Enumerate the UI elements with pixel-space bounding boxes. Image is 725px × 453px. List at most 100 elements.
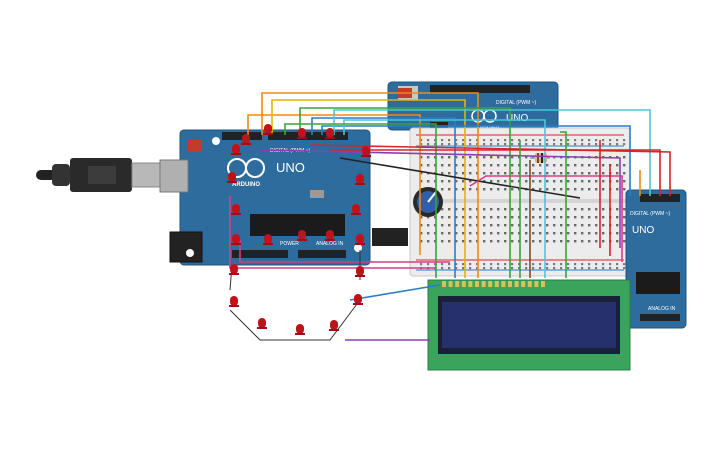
breadboard-rail-hole xyxy=(504,139,507,142)
breadboard-hole xyxy=(553,224,556,227)
breadboard-hole xyxy=(448,180,451,183)
breadboard-rail-hole xyxy=(616,267,619,270)
lcd-pin xyxy=(481,281,486,287)
breadboard-hole xyxy=(490,216,493,219)
breadboard-rail-hole xyxy=(623,267,626,270)
breadboard-hole xyxy=(441,224,444,227)
breadboard-rail-hole xyxy=(546,267,549,270)
lcd-pin xyxy=(442,281,446,287)
wire-blue-2 xyxy=(321,125,631,196)
breadboard-rail-hole xyxy=(476,267,479,270)
led xyxy=(353,294,363,305)
breadboard-hole xyxy=(462,232,465,235)
breadboard-rail-hole xyxy=(441,267,444,270)
breadboard-hole xyxy=(497,232,500,235)
breadboard-rail-hole xyxy=(581,143,584,146)
breadboard-rail-hole xyxy=(595,143,598,146)
breadboard-hole xyxy=(574,164,577,167)
wire-green-4 xyxy=(560,131,567,278)
breadboard-hole xyxy=(532,172,535,175)
breadboard-hole xyxy=(602,224,605,227)
breadboard-rail-hole xyxy=(595,139,598,142)
breadboard-hole xyxy=(602,172,605,175)
breadboard-hole xyxy=(546,180,549,183)
breadboard-hole xyxy=(420,172,423,175)
breadboard-hole xyxy=(581,240,584,243)
breadboard-hole xyxy=(469,240,472,243)
breadboard-hole xyxy=(602,216,605,219)
breadboard-rail-hole xyxy=(511,267,514,270)
breadboard-hole xyxy=(441,188,444,191)
breadboard-hole xyxy=(567,172,570,175)
breadboard-hole xyxy=(504,240,507,243)
breadboard-hole xyxy=(588,240,591,243)
led xyxy=(263,124,273,135)
wire-green-2 xyxy=(284,123,437,278)
breadboard-hole xyxy=(448,164,451,167)
breadboard-rail-hole xyxy=(462,263,465,266)
breadboard-hole xyxy=(497,180,500,183)
breadboard-hole xyxy=(567,240,570,243)
breadboard-hole xyxy=(553,188,556,191)
breadboard-hole xyxy=(532,188,535,191)
breadboard-rail-hole xyxy=(532,143,535,146)
breadboard-hole xyxy=(427,232,430,235)
breadboard-hole xyxy=(623,180,626,183)
breadboard-hole xyxy=(546,232,549,235)
breadboard-hole xyxy=(441,216,444,219)
lcd-pin xyxy=(448,281,453,287)
breadboard-hole xyxy=(525,224,528,227)
breadboard-rail-hole xyxy=(504,263,507,266)
lcd-display xyxy=(427,279,631,371)
led xyxy=(263,234,273,245)
breadboard-rail-hole xyxy=(574,143,577,146)
breadboard-rail-hole xyxy=(532,263,535,266)
breadboard-hole xyxy=(560,208,563,211)
breadboard-hole xyxy=(525,164,528,167)
breadboard-rail-hole xyxy=(560,143,563,146)
breadboard-hole xyxy=(595,224,598,227)
wire-cyan-1 xyxy=(333,109,651,196)
breadboard-hole xyxy=(462,240,465,243)
breadboard-hole xyxy=(427,180,430,183)
breadboard-hole xyxy=(448,156,451,159)
led xyxy=(355,174,365,185)
led xyxy=(229,296,239,307)
breadboard-hole xyxy=(455,164,458,167)
breadboard-hole xyxy=(497,172,500,175)
breadboard-hole xyxy=(511,216,514,219)
breadboard-hole xyxy=(560,240,563,243)
breadboard-hole xyxy=(567,232,570,235)
breadboard-rail-hole xyxy=(483,143,486,146)
reset-button[interactable] xyxy=(188,140,202,152)
breadboard-hole xyxy=(462,208,465,211)
breadboard-hole xyxy=(525,180,528,183)
breadboard-rail-hole xyxy=(609,263,612,266)
breadboard-rail-hole xyxy=(448,263,451,266)
breadboard-hole xyxy=(455,180,458,183)
breadboard-rail-hole xyxy=(420,143,423,146)
breadboard-hole xyxy=(462,180,465,183)
breadboard-hole xyxy=(455,208,458,211)
breadboard-hole xyxy=(441,172,444,175)
breadboard-hole xyxy=(581,164,584,167)
breadboard-hole xyxy=(567,180,570,183)
breadboard-hole xyxy=(595,240,598,243)
breadboard-hole xyxy=(497,216,500,219)
breadboard-hole xyxy=(441,232,444,235)
breadboard-hole xyxy=(623,240,626,243)
breadboard-hole xyxy=(588,164,591,167)
breadboard-rail-hole xyxy=(567,267,570,270)
usb-cable xyxy=(36,158,161,192)
breadboard-hole xyxy=(602,180,605,183)
arduino-right: DIGITAL (PWM ~) UNO ANALOG IN xyxy=(625,189,687,329)
breadboard-hole xyxy=(588,172,591,175)
breadboard-rail-hole xyxy=(518,267,521,270)
breadboard-hole xyxy=(581,216,584,219)
breadboard-hole xyxy=(525,208,528,211)
breadboard-hole xyxy=(574,208,577,211)
breadboard-hole xyxy=(539,240,542,243)
breadboard-rail-hole xyxy=(609,143,612,146)
breadboard-rail-hole xyxy=(532,139,535,142)
lcd-pin xyxy=(461,281,466,287)
